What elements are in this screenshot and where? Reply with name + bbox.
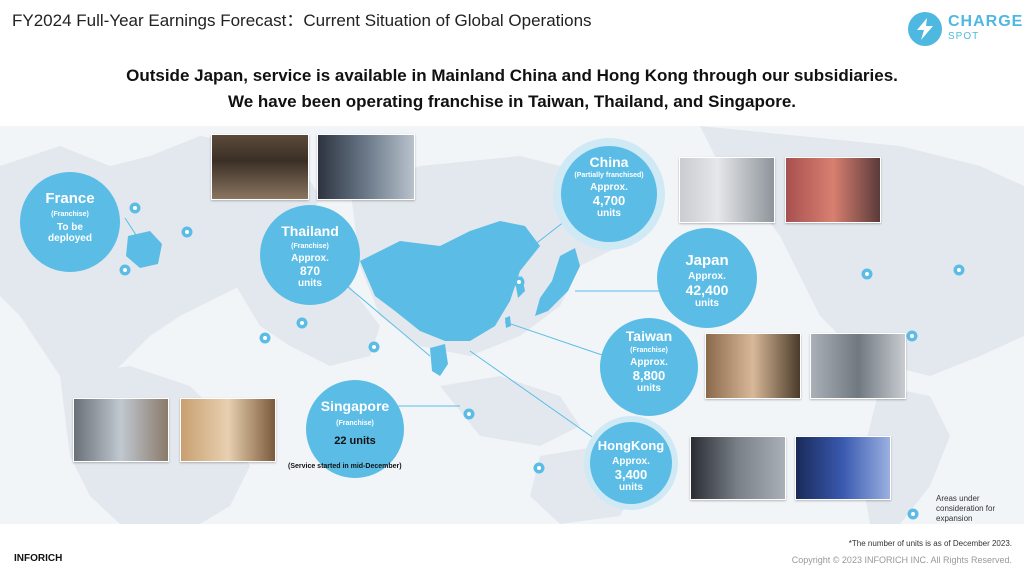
location-pin-icon (463, 408, 475, 420)
region-line: Approx. (630, 357, 668, 368)
location-pin-icon (259, 332, 271, 344)
region-sub: (Franchise) (291, 243, 329, 250)
region-unit: units (597, 208, 621, 219)
region-unit: units (298, 278, 322, 289)
region-value: 22 (334, 435, 347, 447)
region-bubble-japan: Japan Approx. 42,400 units (657, 228, 757, 328)
location-pin-icon (181, 226, 193, 238)
chargespot-logo: CHARGE SPOT (908, 12, 1022, 46)
region-bubble-china: China (Partially franchised) Approx. 4,7… (561, 146, 657, 242)
region-value: 4,700 (592, 193, 626, 208)
singapore-note: (Service started in mid-December) (288, 463, 402, 470)
company-name: INFORICH (14, 553, 63, 564)
logo-text-charge: CHARGE (948, 13, 1024, 30)
region-line: To be (57, 222, 83, 233)
china-kiosk-photo (679, 157, 775, 223)
location-pin-icon (953, 264, 965, 276)
region-bubble-hongkong: HongKong Approx. 3,400 units (590, 422, 672, 504)
location-pin-icon (296, 317, 308, 329)
region-sub: (Franchise) (51, 211, 89, 218)
singapore-counter-photo (73, 398, 169, 462)
region-unit: units (349, 435, 376, 447)
page-title: FY2024 Full-Year Earnings Forecast：Curre… (12, 11, 592, 30)
region-line: Approx. (291, 253, 329, 264)
footnote: *The number of units is as of December 2… (848, 539, 1012, 548)
headline-line-1: Outside Japan, service is available in M… (126, 66, 898, 85)
region-name: Japan (685, 252, 729, 269)
region-sub: (Franchise) (336, 420, 374, 427)
logo-text-spot: SPOT (948, 31, 980, 42)
location-pin-icon (119, 264, 131, 276)
hongkong-kiosk-photo (690, 436, 786, 500)
region-bubble-taiwan: Taiwan (Franchise) Approx. 8,800 units (600, 318, 698, 416)
region-bubble-france: France (Franchise) To be deployed (20, 172, 120, 272)
region-line: Approx. (590, 182, 628, 193)
location-pin-icon (513, 276, 525, 288)
region-value: 870 (299, 264, 321, 278)
region-unit: units (695, 298, 719, 309)
taiwan-kiosk-photo (705, 333, 801, 399)
singapore-cafe-photo (180, 398, 276, 462)
location-pin-icon (533, 462, 545, 474)
region-unit: units (619, 482, 643, 493)
region-line: deployed (48, 233, 92, 244)
region-value: 3,400 (614, 467, 648, 482)
thailand-kiosk-photo (317, 134, 415, 200)
region-bubble-singapore: Singapore (Franchise) 22 units (306, 380, 404, 478)
region-value: 8,800 (632, 368, 666, 383)
region-name: France (45, 190, 95, 207)
lightning-icon (908, 12, 942, 46)
location-pin-icon (129, 202, 141, 214)
region-unit: units (637, 383, 661, 394)
region-sub: (Franchise) (630, 347, 668, 354)
location-pin-icon (861, 268, 873, 280)
thailand-store-photo (211, 134, 309, 200)
region-name: Singapore (320, 398, 390, 414)
legend-text: Areas under consideration for expansion (936, 494, 996, 523)
legend-location-pin-icon (907, 508, 919, 520)
region-name: China (589, 154, 629, 170)
copyright: Copyright © 2023 INFORICH INC. All Right… (791, 555, 1012, 565)
region-name: HongKong (597, 438, 665, 453)
location-pin-icon (906, 330, 918, 342)
region-value-line: 22 units (306, 435, 404, 447)
china-store-photo (785, 157, 881, 223)
region-line: Approx. (612, 456, 650, 467)
location-pin-icon (368, 341, 380, 353)
hongkong-store-photo (795, 436, 891, 500)
region-line: Approx. (688, 271, 726, 282)
region-sub: (Partially franchised) (574, 172, 644, 179)
region-bubble-thailand: Thailand (Franchise) Approx. 870 units (260, 205, 360, 305)
region-name: Taiwan (625, 328, 673, 344)
taiwan-store-photo (810, 333, 906, 399)
headline-line-2: We have been operating franchise in Taiw… (227, 92, 797, 111)
region-name: Thailand (281, 223, 339, 239)
region-value: 42,400 (685, 282, 729, 298)
